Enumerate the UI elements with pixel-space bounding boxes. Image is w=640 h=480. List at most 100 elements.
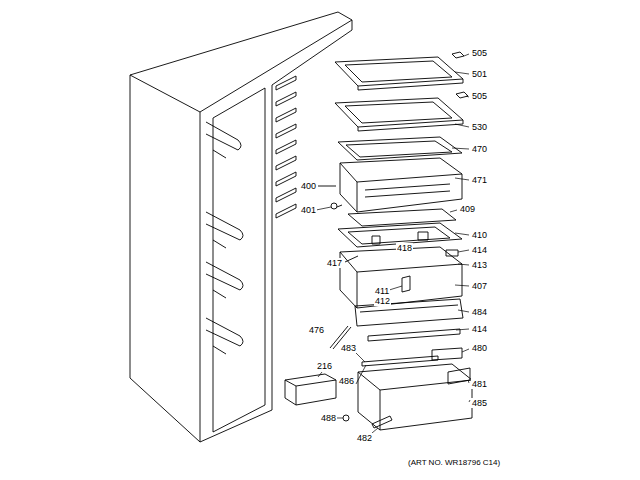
glass-shelf — [335, 52, 468, 98]
callout-number: 530 — [471, 122, 488, 132]
callout-number: 483 — [340, 343, 357, 353]
line-art — [355, 352, 365, 362]
line-art — [336, 418, 343, 419]
line-art — [340, 163, 357, 182]
line-art — [276, 172, 296, 186]
callout-number: 407 — [471, 281, 488, 291]
callout-number: 486 — [338, 376, 355, 386]
line-art — [200, 112, 201, 442]
line-art — [362, 356, 438, 366]
line-art — [276, 188, 296, 202]
line-art — [455, 124, 469, 127]
crisper-drawer — [340, 247, 462, 308]
cabinet — [130, 12, 352, 442]
line-art — [357, 272, 358, 308]
line-art — [206, 262, 243, 290]
callout-number: 409 — [459, 204, 476, 214]
line-art — [455, 285, 469, 286]
callout-number: 488 — [320, 413, 337, 423]
line-art — [130, 12, 352, 112]
line-art — [452, 148, 469, 149]
art-number-caption: (ART NO. WR18796 C14) — [408, 458, 500, 468]
line-art — [206, 122, 241, 150]
line-art — [365, 184, 450, 197]
line-art — [213, 150, 226, 354]
callout-number: 401 — [300, 205, 317, 215]
line-art — [272, 30, 352, 85]
callout-number: 485 — [471, 398, 488, 408]
line-art — [355, 299, 463, 326]
line-art — [450, 210, 457, 212]
line-art — [368, 329, 460, 341]
leader-lines — [316, 54, 470, 433]
line-art — [455, 178, 469, 180]
line-art — [343, 415, 349, 421]
line-art — [276, 204, 296, 218]
line-art — [285, 380, 336, 405]
door-bin — [285, 374, 336, 405]
callout-number: 501 — [471, 69, 488, 79]
pan-frame — [338, 223, 462, 262]
line-art — [372, 236, 380, 244]
callout-number: 481 — [471, 379, 488, 389]
callout-number: 410 — [471, 230, 488, 240]
line-art — [456, 329, 469, 330]
line-art — [458, 310, 469, 312]
line-art — [380, 380, 472, 390]
line-art — [276, 92, 296, 106]
pan-drawer — [343, 364, 472, 430]
line-art — [130, 12, 472, 442]
line-art — [213, 118, 214, 432]
callout-number: 470 — [471, 144, 488, 154]
line-art — [432, 348, 462, 360]
line-art — [358, 372, 380, 390]
line-art — [468, 380, 469, 383]
line-art — [402, 276, 410, 292]
callout-number: 417 — [326, 258, 343, 268]
line-art — [358, 364, 472, 430]
line-art — [276, 76, 296, 90]
callout-number: 413 — [471, 260, 488, 270]
line-art — [464, 54, 469, 56]
line-art — [318, 186, 336, 187]
line-art — [456, 92, 468, 98]
callout-number: 411 — [374, 286, 390, 296]
line-art — [346, 141, 452, 157]
callout-number: 414 — [471, 245, 488, 255]
callout-number: 476 — [308, 325, 325, 335]
line-art — [285, 374, 336, 386]
callout-number: 418 — [396, 243, 413, 253]
line-art — [337, 205, 342, 207]
callout-number: 216 — [316, 361, 333, 371]
line-art — [276, 108, 296, 122]
drawer-cover — [355, 299, 463, 326]
glass-shelf — [335, 98, 463, 131]
line-art — [318, 372, 322, 377]
line-art — [452, 52, 464, 58]
callout-number: 482 — [356, 433, 373, 443]
line-art — [455, 233, 469, 235]
line-art — [340, 247, 462, 308]
line-art — [316, 207, 331, 210]
line-art — [276, 140, 296, 154]
line-art — [357, 264, 462, 272]
callout-number: 505 — [471, 48, 488, 58]
line-art — [372, 416, 392, 428]
line-art — [357, 182, 358, 212]
line-art — [206, 318, 243, 346]
line-art — [360, 305, 458, 312]
line-art — [276, 124, 296, 138]
line-art — [345, 256, 358, 262]
line-art — [335, 57, 463, 86]
callout-number: 505 — [471, 91, 488, 101]
line-art — [345, 61, 452, 82]
callout-number: 471 — [471, 175, 488, 185]
line-art — [130, 75, 200, 442]
line-art — [338, 137, 462, 160]
line-art — [458, 264, 469, 265]
line-art — [356, 365, 366, 384]
crisper-cover — [338, 137, 462, 160]
line-art — [358, 79, 463, 90]
